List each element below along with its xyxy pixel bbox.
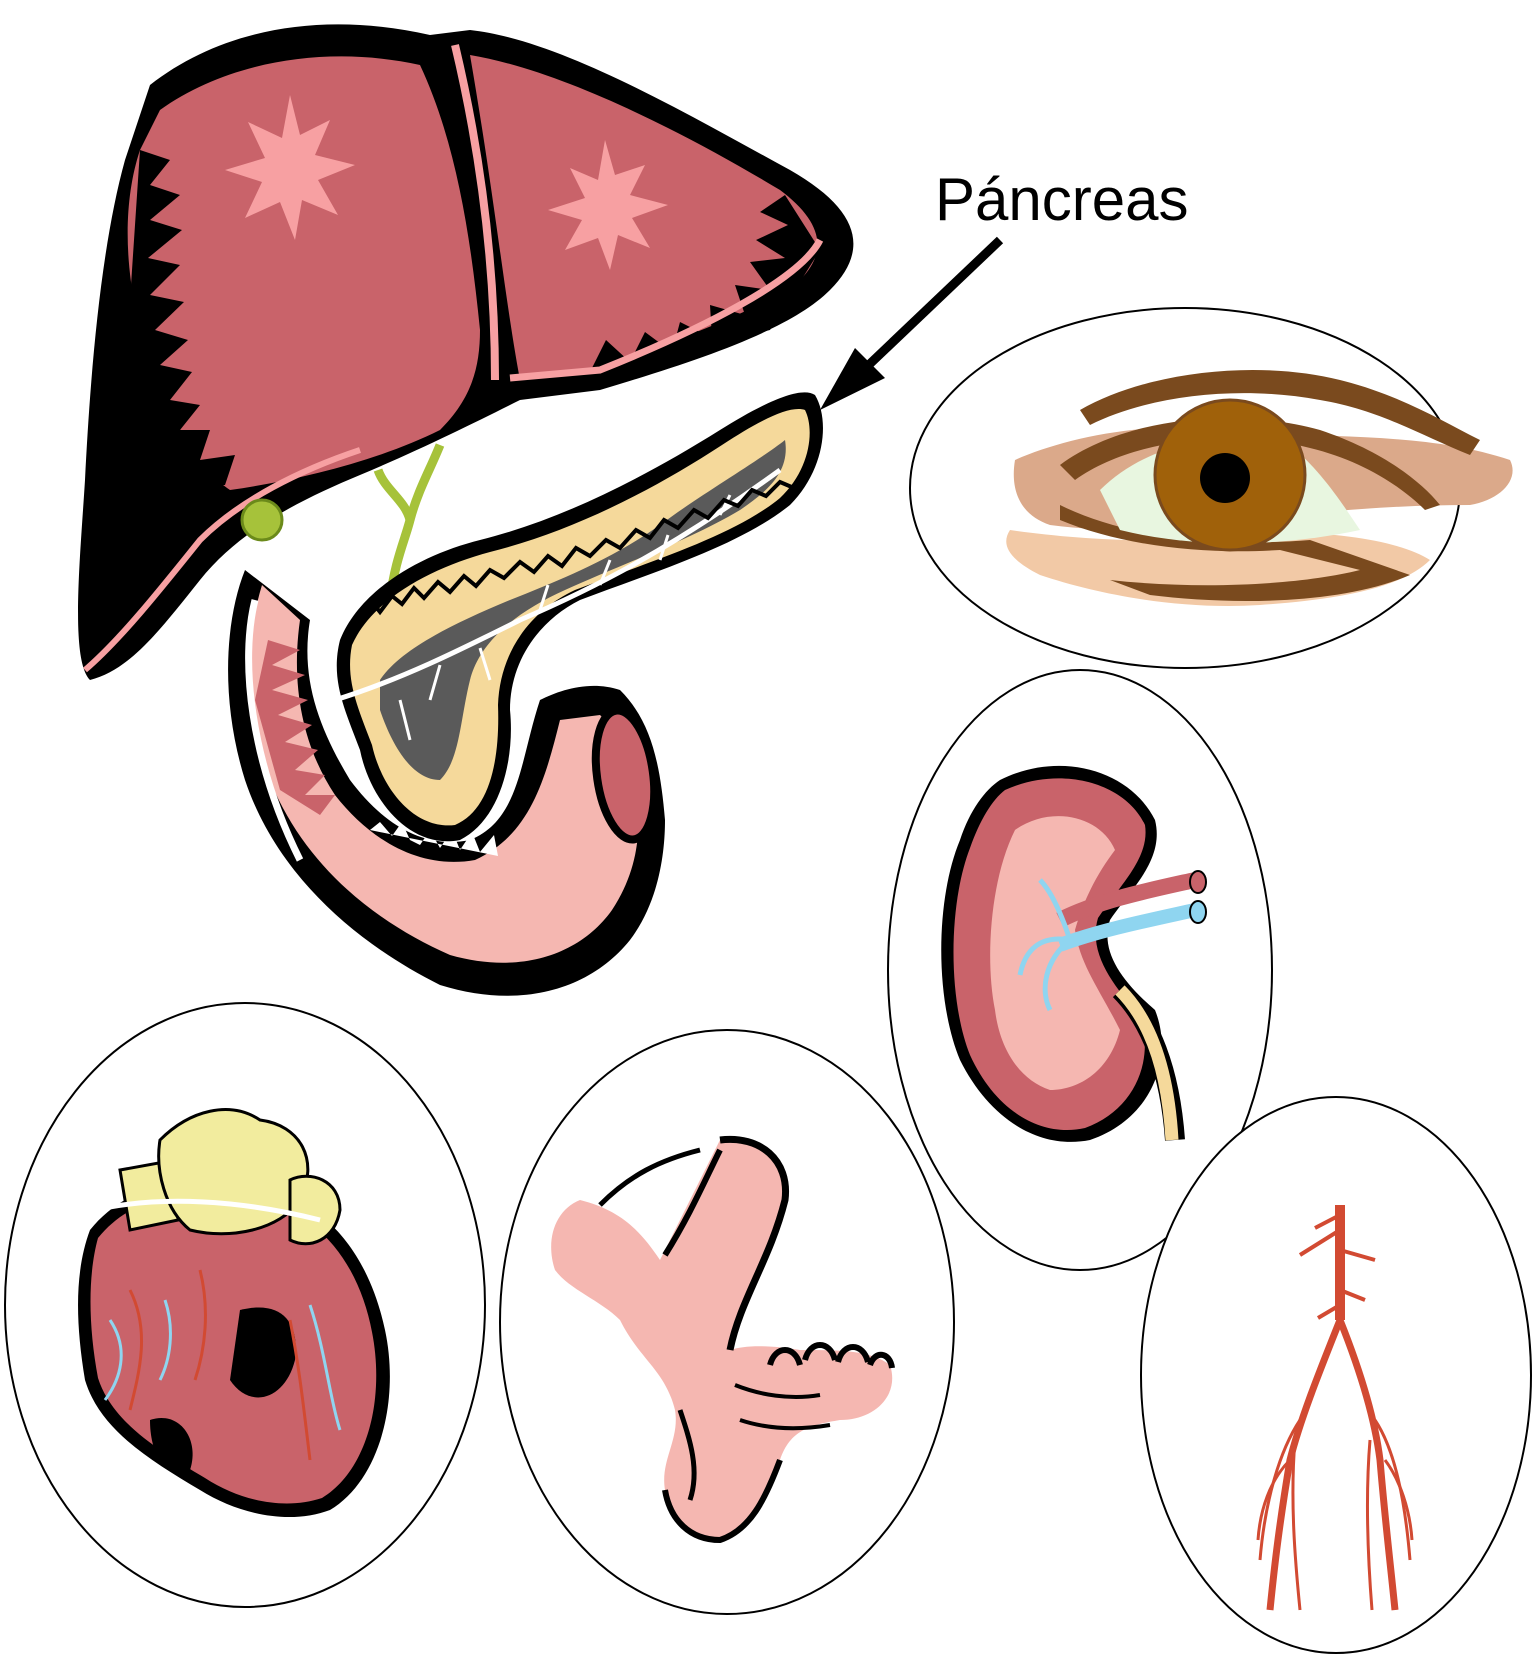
arteries-panel <box>1141 1097 1531 1653</box>
eye-panel <box>910 308 1513 668</box>
pupil <box>1200 453 1250 503</box>
pancreas-label: Páncreas <box>935 166 1188 233</box>
gallbladder <box>242 500 282 540</box>
pancreas-arrow <box>855 240 1000 378</box>
foot-panel <box>500 1030 954 1614</box>
arteries-oval <box>1141 1097 1531 1653</box>
heart-panel <box>5 1003 485 1607</box>
